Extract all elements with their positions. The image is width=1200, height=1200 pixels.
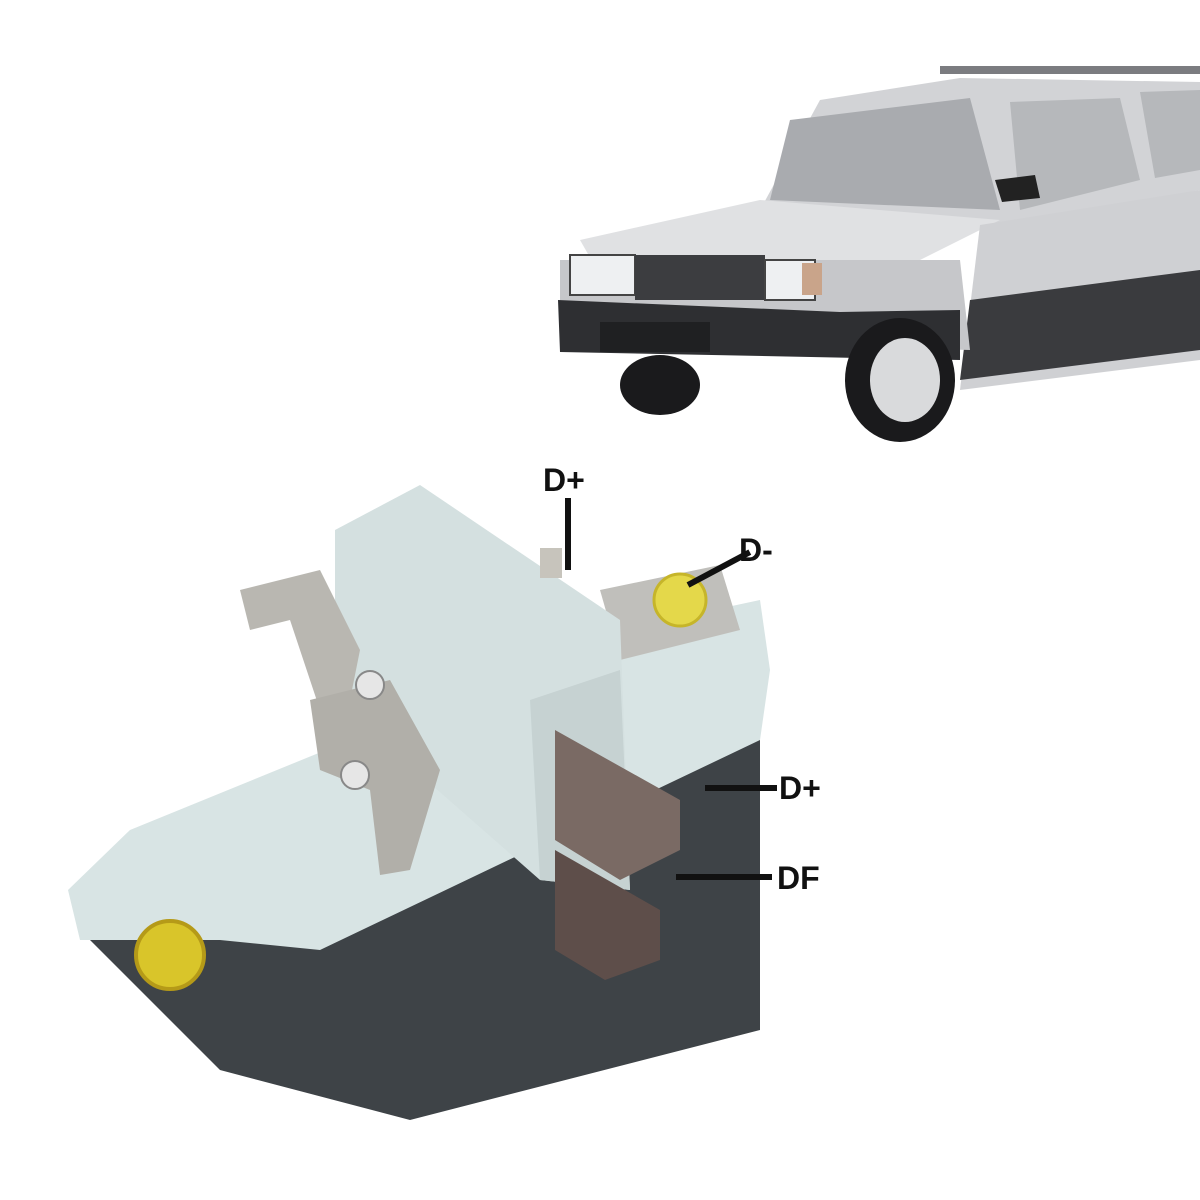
voltage-regulator-image [68,485,770,1120]
terminal-label-d-minus: D- [739,532,773,568]
terminal-label-brush-d-plus: D+ [779,770,821,806]
leader-line-brush-d-plus [705,785,777,791]
terminal-label-top-d-plus: D+ [543,462,585,498]
car-image [558,66,1200,442]
terminal-label-brush-df: DF [777,860,820,896]
leader-line-top-d-plus [565,498,571,570]
leader-line-brush-df [676,874,772,880]
